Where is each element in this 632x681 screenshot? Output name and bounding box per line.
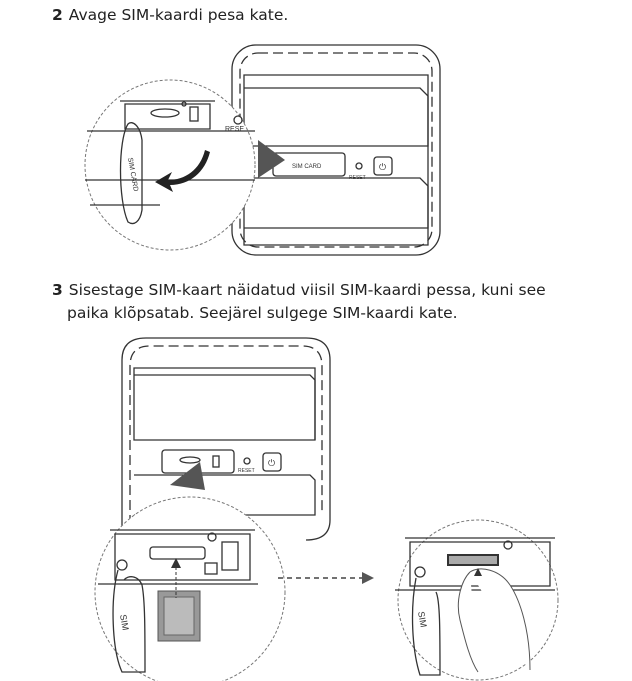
- power-button-icon: [373, 156, 393, 176]
- flap-sim-label-2: SIM: [416, 611, 429, 629]
- step-number: 2: [52, 6, 63, 24]
- step-instruction-line2: paika klõpsatab. Seejärel sulgege SIM-ka…: [67, 304, 458, 322]
- reset-partial-label: RESE: [225, 126, 244, 133]
- next-arrow-icon: [362, 572, 374, 584]
- power-symbol-2: ⏻: [268, 458, 275, 468]
- open-direction-arrow-icon: [155, 150, 210, 192]
- sim-slot: [149, 546, 206, 560]
- reset-label: RESET: [349, 175, 366, 181]
- router-illustration-step2: SIM CARD RESET ⏻ RESE SIM CARD: [84, 44, 441, 256]
- reset-label-2: RESET: [238, 468, 255, 474]
- flap-sim-label: SIM: [118, 614, 131, 632]
- router-illustration-step3: RESET ⏻ SIM SIM: [94, 337, 559, 681]
- hand-icon: [457, 568, 531, 673]
- sim-card-label: SIM CARD: [292, 164, 322, 170]
- power-symbol: ⏻: [379, 162, 386, 172]
- step-number: 3: [52, 281, 63, 299]
- sim-cover-flap: [119, 122, 143, 225]
- step-2-text: 2 Avage SIM-kaardi pesa kate.: [52, 4, 288, 27]
- step-3-text: 3 Sisestage SIM-kaart näidatud viisil SIM…: [52, 279, 546, 325]
- step-instruction: Avage SIM-kaardi pesa kate.: [68, 6, 289, 24]
- step-instruction-line1: Sisestage SIM-kaart näidatud viisil SIM-…: [68, 281, 546, 299]
